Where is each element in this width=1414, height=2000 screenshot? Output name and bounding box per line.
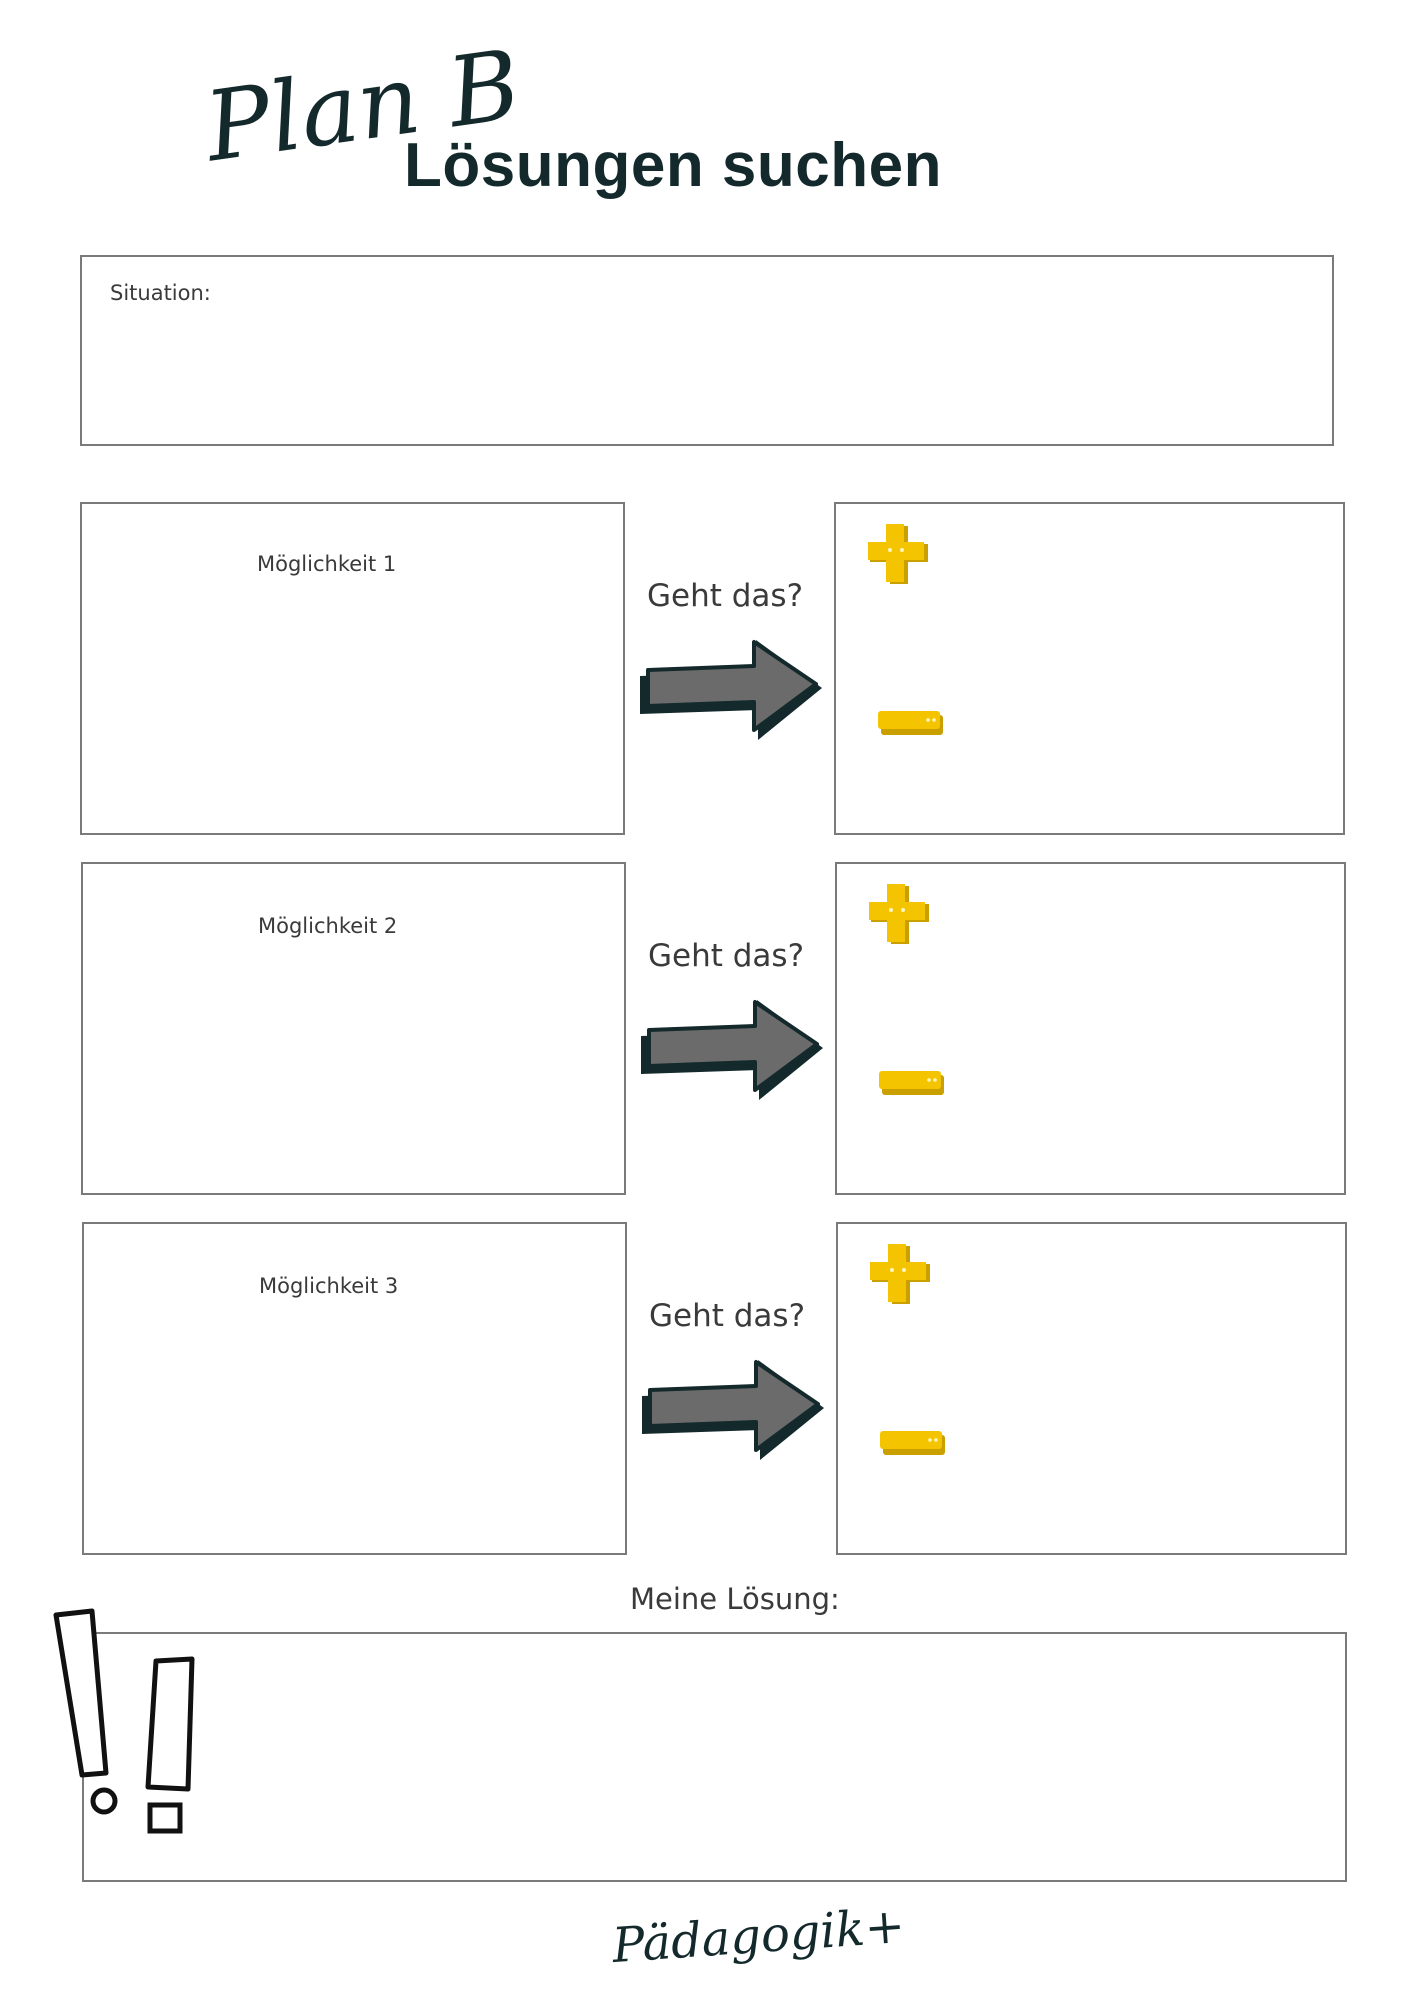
evaluation-box-2[interactable] [835, 862, 1346, 1195]
question-label-2: Geht das? [648, 938, 805, 974]
minus-icon [879, 1069, 945, 1097]
question-label-3: Geht das? [649, 1298, 806, 1334]
situation-label: Situation: [110, 281, 211, 305]
plus-icon [869, 884, 931, 948]
evaluation-box-1[interactable] [834, 502, 1345, 835]
minus-icon [880, 1429, 946, 1457]
question-label-1: Geht das? [647, 578, 804, 614]
page-title: Lösungen suchen [404, 131, 942, 200]
solution-box[interactable] [82, 1632, 1347, 1882]
minus-icon [878, 709, 944, 737]
arrow-right-icon [638, 1356, 828, 1466]
footer-brand: Pädagogik+ [610, 1897, 907, 1975]
evaluation-box-3[interactable] [836, 1222, 1347, 1555]
option-label-1: Möglichkeit 1 [257, 552, 397, 576]
arrow-right-icon [636, 636, 826, 746]
solution-label: Meine Lösung: [630, 1582, 840, 1616]
exclamation-icon [48, 1605, 208, 1845]
plus-icon [868, 524, 930, 588]
arrow-right-icon [637, 996, 827, 1106]
option-box-3[interactable]: Möglichkeit 3 [82, 1222, 627, 1555]
option-label-3: Möglichkeit 3 [259, 1274, 399, 1298]
situation-box[interactable]: Situation: [80, 255, 1334, 446]
option-box-1[interactable]: Möglichkeit 1 [80, 502, 625, 835]
option-box-2[interactable]: Möglichkeit 2 [81, 862, 626, 1195]
option-label-2: Möglichkeit 2 [258, 914, 398, 938]
plus-icon [870, 1244, 932, 1308]
